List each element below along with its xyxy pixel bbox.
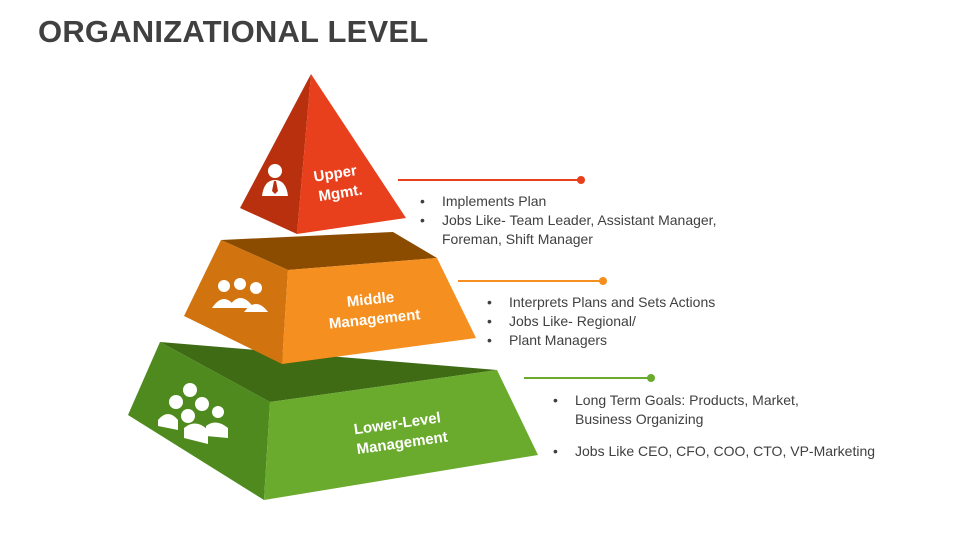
upper-label-line2: Mgmt. — [317, 181, 363, 205]
upper-label-line1: Upper — [313, 162, 359, 186]
middle-label-line1: Middle — [346, 289, 395, 311]
lower-bullet-list: Long Term Goals: Products, Market, Busin… — [553, 391, 875, 461]
tier-lower-left-face — [128, 342, 270, 500]
pyramid-tier-upper: Upper Mgmt. — [240, 74, 406, 234]
tier-lower-front-face — [264, 370, 538, 500]
bullet-item: Jobs Like CEO, CFO, COO, CTO, VP-Marketi… — [553, 442, 875, 461]
tier-upper-left-face — [240, 74, 311, 234]
tier-upper-front-face — [297, 74, 406, 234]
bullet-item: Business Organizing — [575, 411, 704, 427]
page-title: ORGANIZATIONAL LEVEL — [38, 14, 429, 49]
bullet-item: Interprets Plans and Sets Actions — [487, 293, 715, 312]
pyramid-tier-lower: Lower-Level Management — [128, 342, 538, 500]
svg-text:Upper Mgmt.: Upper Mgmt. — [313, 161, 366, 205]
team-icon — [158, 383, 228, 444]
group-of-three-icon — [212, 278, 268, 312]
tier-middle-top-face — [221, 232, 437, 270]
tier-lower-top-face — [160, 342, 497, 402]
bullet-item: Jobs Like- Regional/ — [487, 312, 715, 331]
connector-upper — [398, 176, 585, 184]
middle-bullet-list: Interprets Plans and Sets Actions Jobs L… — [487, 293, 715, 350]
bullet-item: Implements Plan — [420, 192, 716, 211]
bullet-item: Plant Managers — [487, 331, 715, 350]
bullet-item: Long Term Goals: Products, Market, — [553, 391, 875, 410]
connector-middle — [458, 277, 607, 285]
bullet-item: Jobs Like- Team Leader, Assistant Manage… — [420, 211, 716, 230]
upper-bullet-list: Implements Plan Jobs Like- Team Leader, … — [420, 192, 716, 249]
pyramid-tier-middle: Middle Management — [184, 232, 476, 364]
manager-icon — [262, 164, 288, 196]
bullet-item: Foreman, Shift Manager — [442, 231, 593, 247]
connector-lower — [524, 374, 655, 382]
tier-middle-front-face — [282, 258, 476, 364]
